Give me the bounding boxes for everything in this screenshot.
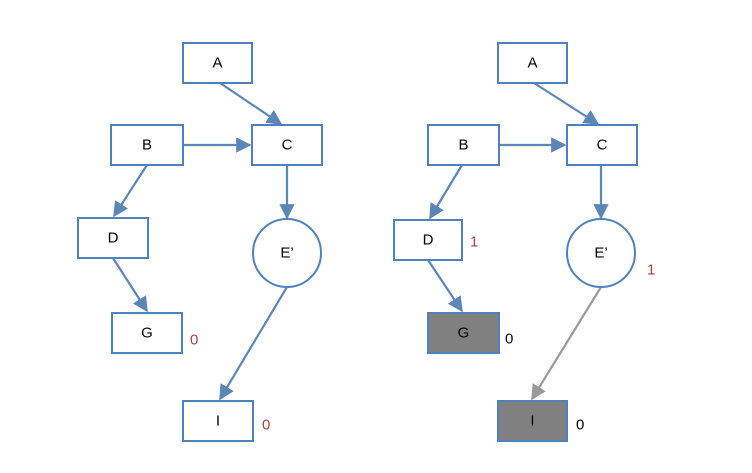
- right-node-e-shape: [566, 218, 636, 288]
- right-node-g-annotation: 0: [505, 331, 513, 348]
- left-node-a-label: A: [212, 55, 222, 72]
- left-node-e-label: E’: [280, 245, 293, 262]
- right-node-i-shape: [497, 400, 568, 442]
- right-node-e-annotation: 1: [647, 262, 655, 279]
- left-edge-a-to-c: [219, 82, 283, 125]
- left-node-e: E’: [252, 218, 322, 288]
- left-node-d-shape: [77, 217, 149, 259]
- right-node-c: C: [566, 124, 638, 166]
- left-node-c-label: C: [282, 137, 293, 154]
- left-edge-d-to-g: [112, 257, 148, 313]
- right-node-a-label: A: [527, 55, 537, 72]
- right-node-a-shape: [497, 42, 568, 84]
- right-edge-d-to-g: [427, 259, 463, 313]
- right-node-d-annotation: 1: [470, 234, 478, 251]
- left-node-g-label: G: [141, 325, 153, 342]
- right-node-e: E’ 1: [566, 218, 655, 288]
- right-node-e-label: E’: [594, 245, 607, 262]
- right-node-c-label: C: [597, 137, 608, 154]
- left-node-a-shape: [182, 42, 253, 84]
- left-node-g-shape: [111, 312, 183, 354]
- right-node-c-shape: [566, 124, 638, 166]
- right-node-g-label: G: [458, 325, 470, 342]
- left-node-e-shape: [252, 218, 322, 288]
- left-node-b-shape: [110, 124, 184, 166]
- right-node-b-label: B: [458, 137, 468, 154]
- left-node-d: D: [77, 217, 149, 259]
- left-node-c-shape: [251, 124, 323, 166]
- right-edge-b-to-d: [429, 164, 463, 220]
- left-node-a: A: [182, 42, 253, 84]
- left-node-g-annotation: 0: [190, 332, 198, 349]
- left-edge-e-to-i: [219, 286, 288, 401]
- edges-layer: [112, 82, 609, 401]
- right-edge-e-to-i: [531, 286, 602, 401]
- left-edge-b-to-d: [113, 164, 148, 218]
- left-node-i-label: I: [216, 413, 220, 430]
- left-node-b: B: [110, 124, 184, 166]
- right-node-i-annotation: 0: [576, 417, 584, 434]
- right-node-d-shape: [393, 219, 463, 261]
- left-node-i-shape: [182, 400, 254, 442]
- right-node-b: B: [427, 124, 500, 166]
- right-node-b-shape: [427, 124, 500, 166]
- left-node-c: C: [251, 124, 323, 166]
- right-node-d-label: D: [423, 232, 434, 249]
- right-edge-a-to-c: [533, 82, 600, 125]
- right-node-a: A: [497, 42, 568, 84]
- left-node-i-annotation: 0: [262, 417, 270, 434]
- right-node-g-shape: [427, 312, 500, 354]
- right-node-i-label: I: [530, 413, 534, 430]
- left-node-d-label: D: [108, 230, 119, 247]
- left-node-b-label: B: [142, 137, 152, 154]
